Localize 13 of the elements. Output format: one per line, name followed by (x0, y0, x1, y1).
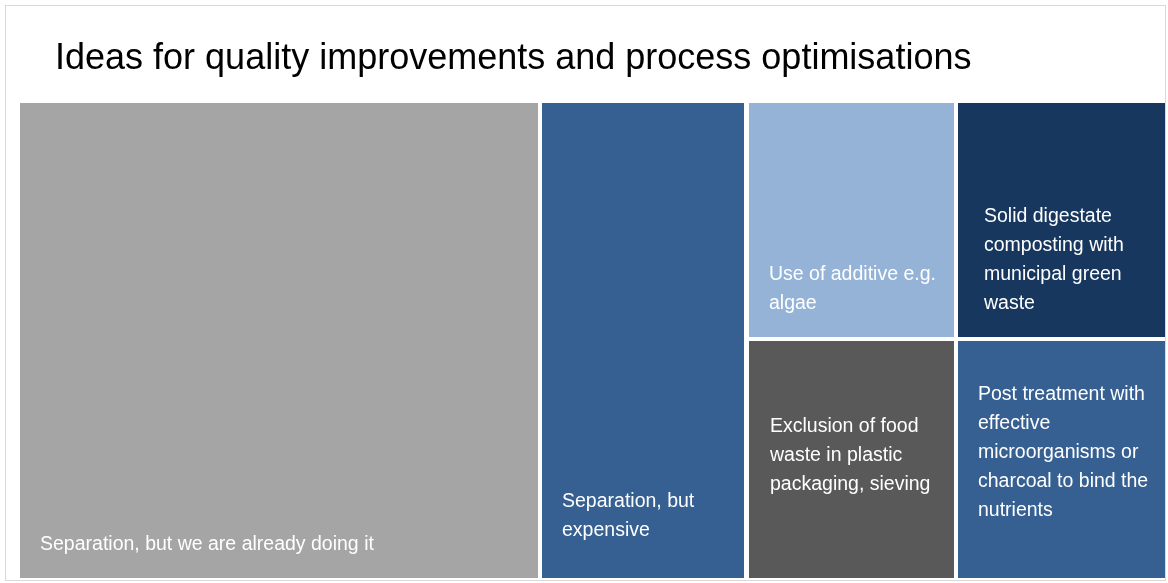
tile-label: Post treatment with effective microorganisms or charcoal to bind the nutrients (978, 381, 1150, 522)
tile-label: Use of additive e.g. algae (769, 261, 937, 315)
tile-label: Separation, but we are already doing it (40, 531, 375, 556)
treemap-tile (958, 103, 1165, 337)
treemap-tile (749, 103, 954, 337)
treemap-tile (749, 341, 954, 578)
treemap-tile (20, 103, 538, 578)
treemap-tile (542, 103, 744, 578)
tile-label: Exclusion of food waste in plastic packaging, sieving (770, 413, 932, 496)
tile-label: Separation, but expensive (562, 488, 696, 542)
title: Ideas for quality improvements and process optimisations (55, 36, 972, 78)
treemap-tile (958, 341, 1165, 578)
tile-label: Solid digestate composting with municipal green waste (984, 203, 1125, 315)
